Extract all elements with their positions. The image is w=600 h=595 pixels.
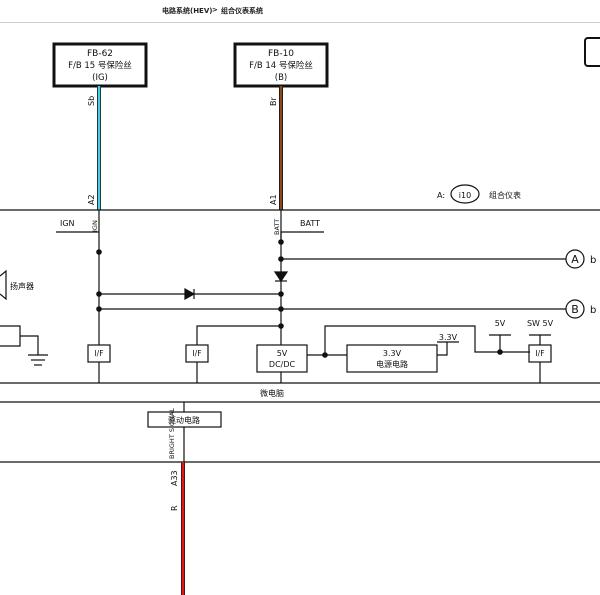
if-box-1 — [87, 344, 111, 363]
speaker-box — [0, 325, 21, 347]
junction-dot — [96, 249, 102, 255]
offpage-a-target[interactable]: b — [590, 255, 596, 266]
junction-dot — [278, 306, 284, 312]
v5-ref-label: 5V — [495, 319, 506, 328]
fuse-1-circuit: (IG) — [92, 73, 108, 83]
connector-note-prefix: A: — [437, 191, 445, 200]
mcu-label: 微电脑 — [260, 388, 284, 398]
junction-dot — [278, 323, 284, 329]
corner-tab-frame — [584, 37, 600, 67]
junction-dot — [278, 239, 284, 245]
pin-a33-label: A33 — [170, 470, 179, 486]
v33-ref-label: 3.3V — [439, 333, 458, 342]
batt-ref-label: BATT — [300, 219, 320, 228]
breadcrumb-section[interactable]: 电路系统(HEV) — [162, 7, 213, 15]
junction-dot — [278, 256, 284, 262]
offpage-b-target[interactable]: b — [590, 305, 596, 316]
junction-dot — [278, 291, 284, 297]
pin-bright-signal-label: BRIGHT SIGNAL — [168, 408, 176, 459]
if-2-label: I/F — [192, 349, 201, 358]
wire-br-color-label: Br — [269, 97, 278, 106]
diode-horizontal-icon — [184, 287, 196, 301]
junction-dot — [322, 352, 328, 358]
wire-sb-color-label: Sb — [87, 96, 96, 106]
ign-ref-label: IGN — [60, 219, 75, 228]
offpage-b-circle — [565, 299, 585, 319]
breadcrumb-separator: > — [212, 6, 218, 14]
offpage-a-circle — [565, 249, 585, 269]
junction-dot — [96, 291, 102, 297]
driver-label: 驱动电路 — [168, 415, 200, 425]
psu-voltage: 3.3V — [383, 349, 402, 358]
if-1-label: I/F — [94, 349, 103, 358]
fuse-1-rating: F/B 15 号保险丝 — [68, 60, 132, 71]
if-box-3 — [528, 344, 552, 363]
batt-ref-line — [280, 231, 324, 242]
psu-box — [346, 344, 438, 373]
breadcrumb: 电路系统(HEV) > 组合仪表系统 — [0, 0, 600, 23]
breadcrumb-page[interactable]: 组合仪表系统 — [221, 7, 263, 15]
sw5v-ref-label: SW 5V — [527, 319, 554, 328]
pin-ign-label: IGN — [91, 220, 99, 232]
psu-out — [437, 342, 448, 356]
fuse-1-id: FB-62 — [87, 49, 113, 59]
ground-wire — [20, 335, 39, 355]
connector-note-name: 组合仪表 — [489, 190, 521, 200]
fuse-2-rating: F/B 14 号保险丝 — [249, 60, 313, 71]
speaker-icon — [0, 269, 7, 301]
connector-note-code: i10 — [459, 191, 471, 200]
diode-vertical-icon — [273, 271, 289, 283]
offpage-b-letter[interactable]: B — [571, 303, 579, 316]
dcdc-voltage: 5V — [277, 349, 288, 358]
psu-title: 电源电路 — [376, 359, 408, 369]
pin-a2-label: A2 — [87, 194, 96, 205]
speaker-label: 扬声器 — [10, 281, 34, 291]
connector-code-oval — [450, 184, 480, 204]
fuse-2-circuit: (B) — [275, 73, 287, 83]
junction-dot — [497, 349, 503, 355]
five-volt-bus — [324, 325, 530, 355]
wire-r-color-label: R — [170, 505, 179, 511]
if-box-2 — [185, 344, 209, 363]
if2-feed — [196, 325, 281, 345]
offpage-a-letter[interactable]: A — [571, 253, 579, 266]
junction-dot — [96, 306, 102, 312]
pin-batt-label: BATT — [273, 219, 281, 235]
if-3-label: I/F — [535, 349, 544, 358]
dcdc-box — [256, 344, 308, 373]
dcdc-title: DC/DC — [269, 360, 296, 369]
pin-a1-label: A1 — [269, 194, 278, 205]
fuse-2-id: FB-10 — [268, 49, 294, 59]
